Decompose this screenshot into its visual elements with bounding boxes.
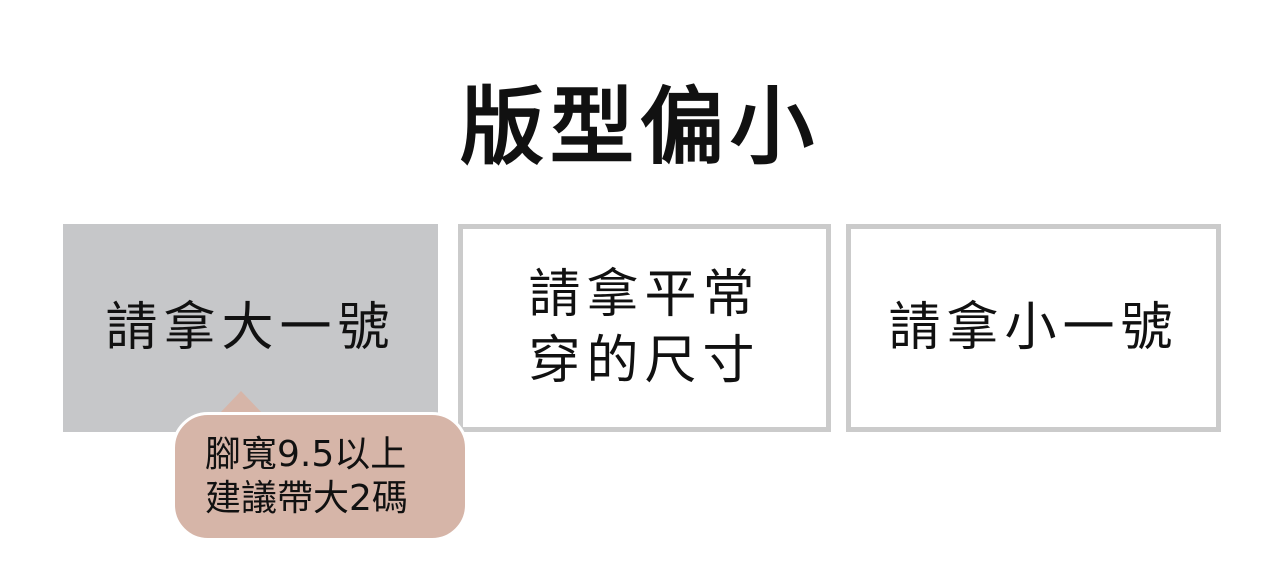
tooltip-pointer	[219, 391, 263, 414]
page-title: 版型偏小	[459, 78, 820, 176]
option-label-line1: 請拿平常	[528, 265, 761, 325]
tooltip-bubble: 腳寬9.5以上 建議帶大2碼	[172, 412, 468, 541]
tooltip-line2: 建議帶大2碼	[205, 478, 408, 519]
option-label: 請拿小一號	[888, 298, 1179, 358]
tooltip-line1: 腳寬9.5以上	[205, 434, 407, 475]
option-size-down[interactable]: 請拿小一號	[846, 224, 1221, 432]
option-normal-size[interactable]: 請拿平常穿的尺寸	[458, 224, 831, 432]
option-label: 請拿大一號	[105, 298, 396, 358]
option-label-line2: 穿的尺寸	[528, 331, 761, 391]
